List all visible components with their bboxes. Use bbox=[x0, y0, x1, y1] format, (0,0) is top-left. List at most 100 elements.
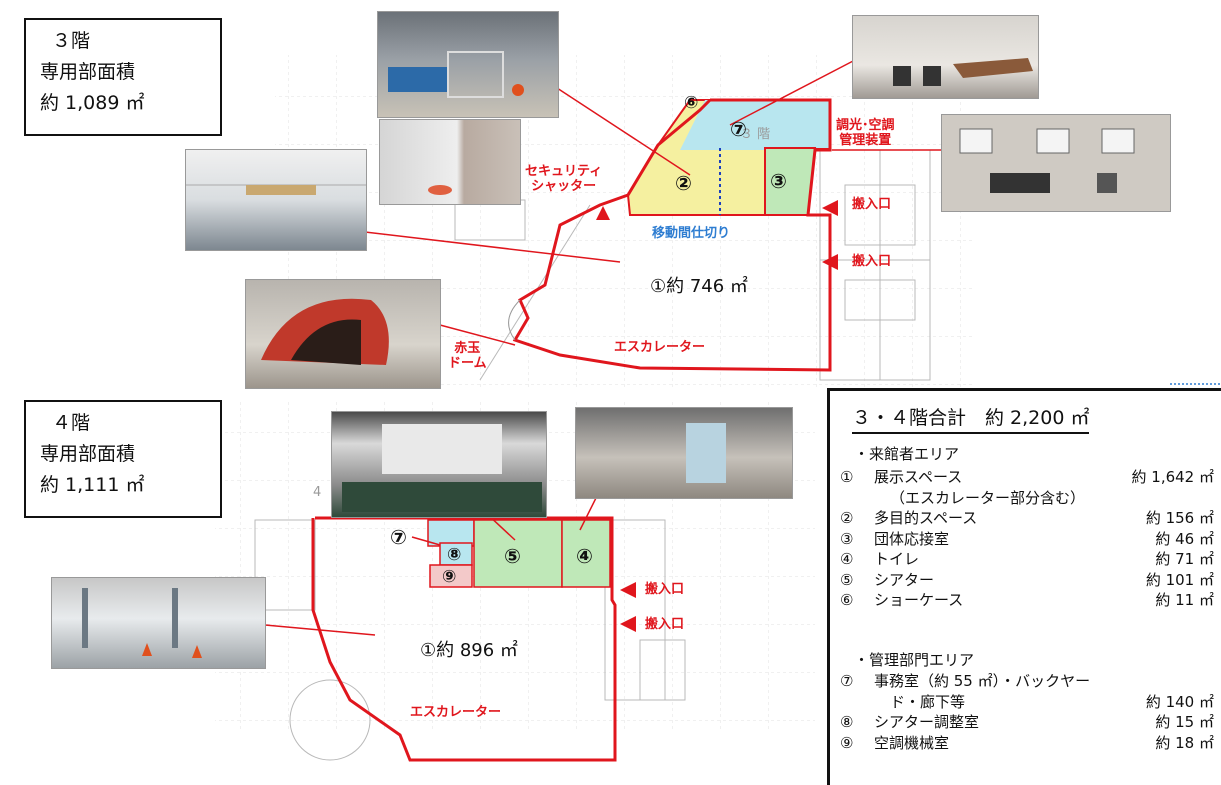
floor3-walls bbox=[454, 149, 931, 381]
summary-row: ③ 団体応接室 約 46 ㎡ bbox=[840, 529, 1214, 549]
floor3-plan-label: ３ 階 bbox=[740, 127, 771, 142]
summary-row-value: 約 71 ㎡ bbox=[1155, 550, 1214, 568]
summary-row-label: （エスカレーター部分含む） bbox=[890, 488, 1086, 507]
summary-row-value: 約 46 ㎡ bbox=[1155, 529, 1214, 548]
summary-row: ① 展示スペース 約 1,642 ㎡ bbox=[840, 467, 1214, 487]
summary-row-label: 多目的スペース bbox=[874, 509, 978, 527]
floor4-num-7: ⑦ bbox=[390, 525, 407, 549]
visitor-area-heading: ・来館者エリア bbox=[854, 445, 960, 463]
floor4-title-box: ４階 専用部面積 約 1,111 ㎡ bbox=[24, 400, 222, 518]
floor3-area-label: 専用部面積 bbox=[40, 61, 136, 83]
summary-row-label: ショーケース bbox=[874, 591, 964, 609]
summary-row-number: ⑥ bbox=[840, 591, 854, 609]
floor4-num-9: ⑨ bbox=[442, 567, 457, 587]
summary-row-number: ⑦ bbox=[840, 672, 854, 690]
floor4-area-value: 約 1,111 ㎡ bbox=[40, 474, 145, 496]
floor3-title: ３階 bbox=[52, 30, 91, 52]
summary-row-label: 事務室（約 55 ㎡）・バックヤー bbox=[874, 672, 1091, 690]
photo-toilet-entrance bbox=[576, 408, 792, 498]
summary-row-number: ⑤ bbox=[840, 570, 854, 589]
summary-row: （エスカレーター部分含む） bbox=[840, 488, 1214, 508]
floor4-room-office bbox=[427, 519, 475, 547]
summary-row-value: 約 140 ㎡ bbox=[1145, 692, 1214, 711]
summary-row-label: 展示スペース bbox=[874, 468, 963, 486]
floor3-security-shutter-label: セキュリティ シャッター bbox=[525, 164, 602, 194]
floor4-walls bbox=[254, 519, 686, 761]
summary-row-value: 約 11 ㎡ bbox=[1155, 591, 1214, 609]
summary-row: ⑨ 空調機械室 約 18 ㎡ bbox=[840, 733, 1214, 753]
floor3-num-3: ③ bbox=[770, 169, 787, 193]
floor3-num-6: ⑥ bbox=[684, 93, 699, 113]
floor3-movable-partition-label: 移動間仕切り bbox=[652, 226, 731, 241]
summary-row: ② 多目的スペース 約 156 ㎡ bbox=[840, 508, 1214, 528]
summary-row: ④ トイレ 約 71 ㎡ bbox=[840, 549, 1214, 569]
control-line2: 管理装置 bbox=[839, 133, 892, 148]
summary-row-value: 約 1,642 ㎡ bbox=[1131, 468, 1214, 486]
floor3-dome-arc bbox=[508, 299, 521, 341]
photo-exhibition-3f bbox=[186, 150, 366, 250]
floor4-num-8: ⑧ bbox=[447, 545, 462, 565]
floor4-num-4: ④ bbox=[576, 544, 593, 568]
floor3-escalator-label: エスカレーター bbox=[614, 340, 706, 355]
dome-line1: 赤玉 bbox=[454, 341, 481, 356]
photo-office-room bbox=[853, 16, 1038, 98]
floor3-control-label: 調光･空調 管理装置 bbox=[836, 118, 895, 148]
summary-title: ３・４階合計 約 2,200 ㎡ bbox=[852, 403, 1090, 434]
summary-row-number: ⑨ bbox=[840, 733, 854, 752]
arrow-markers bbox=[596, 200, 838, 632]
summary-row-number: ④ bbox=[840, 550, 854, 568]
photo-akadama-dome bbox=[246, 280, 440, 388]
floor4-room-toilet bbox=[561, 519, 611, 588]
summary-row-label: シアター調整室 bbox=[874, 713, 980, 731]
admin-area-heading: ・管理部門エリア bbox=[854, 651, 975, 669]
floor4-plan-label: 4 bbox=[313, 485, 322, 500]
summary-row: ⑤ シアター 約 101 ㎡ bbox=[840, 570, 1214, 590]
summary-row-value: 約 18 ㎡ bbox=[1155, 733, 1214, 752]
control-line1: 調光･空調 bbox=[836, 118, 895, 133]
photo-control-panel bbox=[942, 115, 1170, 211]
leader-lines bbox=[264, 59, 945, 636]
summary-row-label: 団体応接室 bbox=[874, 529, 950, 548]
summary-row: ⑥ ショーケース 約 11 ㎡ bbox=[840, 590, 1214, 610]
summary-row-number: ② bbox=[840, 509, 854, 527]
floor4-title: ４階 bbox=[52, 412, 91, 434]
floor4-room-mechanical bbox=[429, 564, 473, 588]
floor3-loading-dock-2: 搬入口 bbox=[852, 254, 892, 269]
floor4-loading-dock-1: 搬入口 bbox=[645, 582, 685, 597]
security-shutter-line1: セキュリティ bbox=[525, 164, 603, 179]
summary-row: ド・廊下等 約 140 ㎡ bbox=[840, 692, 1214, 712]
floor3-num-7: ⑦ bbox=[730, 117, 747, 141]
summary-row-label: 空調機械室 bbox=[874, 733, 950, 752]
floor3-loading-dock-1: 搬入口 bbox=[852, 197, 892, 212]
summary-row-label: シアター bbox=[874, 570, 935, 589]
floor4-loading-dock-2: 搬入口 bbox=[645, 617, 685, 632]
photo-theater bbox=[332, 412, 546, 517]
summary-row-number: ③ bbox=[840, 529, 854, 548]
floor3-area-value: 約 1,089 ㎡ bbox=[40, 92, 145, 114]
security-shutter-line2: シャッター bbox=[531, 179, 597, 194]
photo-security-shutter bbox=[380, 120, 520, 204]
floor3-exhibition-area: ①約 746 ㎡ bbox=[650, 276, 748, 297]
floor4-area-label: 専用部面積 bbox=[40, 443, 136, 465]
floor3-room-office bbox=[680, 100, 830, 150]
summary-row: ⑦ 事務室（約 55 ㎡）・バックヤー bbox=[840, 671, 1214, 691]
floor3-akadama-dome-label: 赤玉 ドーム bbox=[448, 341, 487, 371]
photo-multipurpose-space bbox=[378, 12, 558, 117]
dome-line2: ドーム bbox=[448, 356, 487, 371]
photo-exhibition-4f bbox=[52, 578, 265, 668]
summary-row-number: ⑧ bbox=[840, 713, 854, 731]
summary-row-label: ド・廊下等 bbox=[890, 692, 966, 711]
floor4-num-5: ⑤ bbox=[504, 544, 521, 568]
summary-row-value: 約 156 ㎡ bbox=[1145, 509, 1214, 527]
summary-row-value: 約 101 ㎡ bbox=[1145, 570, 1214, 589]
floor3-num-2: ② bbox=[675, 171, 692, 195]
summary-row-number: ① bbox=[840, 468, 854, 486]
summary-row: ⑧ シアター調整室 約 15 ㎡ bbox=[840, 712, 1214, 732]
summary-row-value: 約 15 ㎡ bbox=[1155, 713, 1214, 731]
summary-row-label: トイレ bbox=[874, 550, 920, 568]
floor4-exhibition-area: ①約 896 ㎡ bbox=[420, 640, 518, 661]
floor4-outline bbox=[311, 516, 617, 762]
area-summary-panel: ３・４階合計 約 2,200 ㎡ ・来館者エリア ① 展示スペース 約 1,642 … bbox=[827, 388, 1221, 785]
floor3-title-box: ３階 専用部面積 約 1,089 ㎡ bbox=[24, 18, 222, 136]
floor4-escalator-label: エスカレーター bbox=[410, 705, 502, 720]
